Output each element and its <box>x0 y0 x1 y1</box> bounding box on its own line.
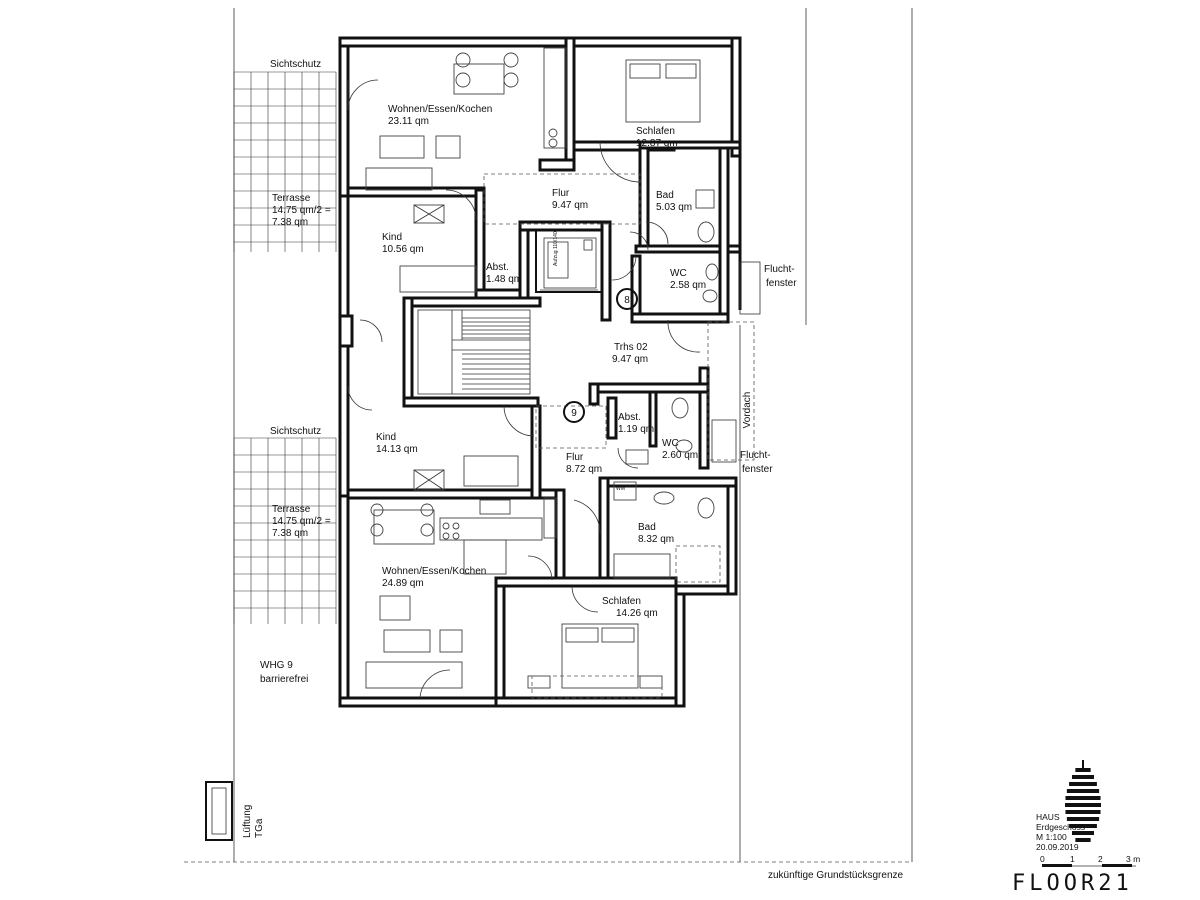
escape-window-label: Flucht- <box>740 450 771 461</box>
tower-logo-band <box>1065 810 1101 814</box>
unit-note: barrierefrei <box>260 674 308 685</box>
brand-logo: FLOOR21 <box>1012 871 1133 896</box>
scale-bar: 0 1 2 3 m <box>1040 854 1140 867</box>
escape-window-label: fenster <box>742 464 773 475</box>
room-name: Flur <box>552 188 570 199</box>
room-area: 10.56 qm <box>382 244 424 255</box>
room-area: 9.47 qm <box>612 354 648 365</box>
terrace-area: 7.38 qm <box>272 217 308 228</box>
room-name: WC <box>670 268 687 279</box>
furniture <box>365 47 721 689</box>
terrace-grid-lower <box>233 437 337 624</box>
tower-logo-band <box>1066 817 1100 821</box>
room-name: Kind <box>376 432 396 443</box>
room-area: 8.32 qm <box>638 534 674 545</box>
escape-window-label: Flucht- <box>764 264 795 275</box>
terrace-area-calc: 14.75 qm/2 = <box>272 516 331 527</box>
staircase <box>417 309 531 395</box>
terrace-label: Terrasse <box>272 504 311 515</box>
marker-9-label: 9 <box>571 408 577 419</box>
room-area: 8.72 qm <box>566 464 602 475</box>
property-lines <box>184 8 913 863</box>
room-area: 24.89 qm <box>382 578 424 589</box>
room-area: 9.47 qm <box>552 200 588 211</box>
screen-label: Sichtschutz <box>270 59 321 70</box>
washing-machine-label: WM <box>616 486 625 492</box>
door-swings <box>347 79 701 699</box>
tower-logo-band <box>1072 831 1094 835</box>
terrace-label: Terrasse <box>272 193 311 204</box>
boundary-label: zukünftige Grundstücksgrenze <box>768 870 904 881</box>
terrace-area-calc: 14.75 qm/2 = <box>272 205 331 216</box>
room-name: Trhs 02 <box>614 342 648 353</box>
room-name: Schlafen <box>636 126 675 137</box>
room-area: 1.48 qm <box>486 274 522 285</box>
terrace-area: 7.38 qm <box>272 528 308 539</box>
tower-logo-band <box>1069 824 1097 828</box>
room-area: 23.11 qm <box>388 116 429 127</box>
dashed-outlines <box>483 173 761 699</box>
scale-tick: 3 m <box>1126 854 1140 864</box>
room-name: Bad <box>656 190 674 201</box>
tower-logo-band <box>1075 838 1091 842</box>
room-name: WC <box>662 438 679 449</box>
marker-8: 8 <box>616 288 638 310</box>
room-name: Wohnen/Essen/Kochen <box>388 104 492 115</box>
title-block: HAUS Erdgeschoss M 1:100 20.09.2019 0 1 … <box>1012 760 1140 896</box>
tower-logo-band <box>1069 782 1097 786</box>
floor-label: Erdgeschoss <box>1036 822 1085 832</box>
room-area: 14.26 qm <box>616 608 658 619</box>
scale-tick: 0 <box>1040 854 1045 864</box>
escape-window-label: fenster <box>766 278 797 289</box>
room-area: 1.19 qm <box>618 424 654 435</box>
annotations: Flucht- fenster Flucht- fenster Vordach … <box>242 231 904 881</box>
date-label: 20.09.2019 <box>1036 842 1079 852</box>
tower-logo-band <box>1066 789 1100 793</box>
vent-label: TGa <box>254 818 265 838</box>
room-name: Wohnen/Essen/Kochen <box>382 566 486 577</box>
room-name: Kind <box>382 232 402 243</box>
tower-logo-band <box>1065 803 1101 807</box>
room-name: Flur <box>566 452 584 463</box>
canopy-label: Vordach <box>742 392 753 429</box>
scale-tick: 2 <box>1098 854 1103 864</box>
room-area: 2.58 qm <box>670 280 706 291</box>
scale-tick: 1 <box>1070 854 1075 864</box>
marker-8-label: 8 <box>624 295 630 306</box>
room-labels: Wohnen/Essen/Kochen 23.11 qm Schlafen 12… <box>376 104 706 619</box>
tower-logo-band <box>1072 775 1094 779</box>
room-name: Schlafen <box>602 596 641 607</box>
tower-logo-band <box>1065 796 1101 800</box>
screen-label: Sichtschutz <box>270 426 321 437</box>
room-name: Abst. <box>486 262 509 273</box>
scale-label: M 1:100 <box>1036 832 1067 842</box>
room-name: Abst. <box>618 412 641 423</box>
room-area: 2.60 qm <box>662 450 698 461</box>
building-walls <box>338 36 742 708</box>
room-area: 12.87 qm <box>636 138 678 149</box>
elevator-label: Aufzug 110/140 <box>553 231 559 266</box>
terrace-labels: Sichtschutz Terrasse 14.75 qm/2 = 7.38 q… <box>270 59 331 539</box>
tower-logo-icon <box>1065 760 1101 842</box>
house-label: HAUS <box>1036 812 1060 822</box>
terrace-grid-upper <box>233 71 337 252</box>
vent-box <box>205 781 233 841</box>
marker-9: 9 <box>563 401 585 423</box>
vent-label: Lüftung <box>242 805 253 838</box>
room-name: Bad <box>638 522 656 533</box>
room-area: 5.03 qm <box>656 202 692 213</box>
room-area: 14.13 qm <box>376 444 418 455</box>
unit-label: WHG 9 <box>260 660 293 671</box>
elevator-shaft <box>535 229 603 293</box>
